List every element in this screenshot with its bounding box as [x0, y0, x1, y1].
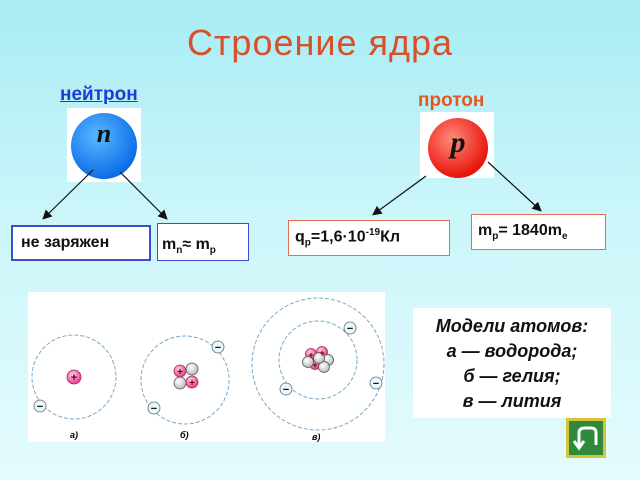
proton-symbol: p — [448, 126, 466, 159]
neutron-charge-text: не заряжен — [21, 234, 110, 251]
helium-model: + + − − б) — [140, 335, 230, 440]
proton-charge-box: qp=1,6·10-19Кл — [288, 220, 450, 256]
svg-text:+: + — [319, 348, 324, 358]
svg-text:−: − — [37, 401, 43, 413]
proton-image: p — [420, 112, 494, 178]
arrow-neutron-charge — [42, 169, 94, 220]
proton-charge-text: qp=1,6·10-19Кл — [295, 227, 400, 249]
svg-text:+: + — [312, 360, 317, 370]
neutron-ball: n — [71, 113, 137, 179]
models-caption-line-1: Модели атомов: — [435, 316, 589, 336]
neutron-mass-text: mn≈ mp — [162, 235, 216, 257]
proton-mass-box: mp= 1840me — [471, 214, 606, 250]
arrow-neutron-mass — [119, 171, 168, 220]
atom-models-svg: + − а) + + − − б) — [31, 297, 385, 442]
arrow-proton-charge — [372, 175, 427, 216]
svg-text:−: − — [373, 378, 379, 390]
svg-text:+: + — [71, 372, 77, 384]
proton-label: протон — [418, 90, 485, 111]
caption-c: в) — [312, 432, 320, 442]
models-caption-box: Модели атомов: а — водорода; б — гелия; … — [413, 308, 611, 418]
neutron-symbol: n — [97, 119, 111, 148]
neutron-mass-box: mn≈ mp — [157, 223, 249, 261]
return-button[interactable] — [566, 418, 606, 458]
neutron-charge-box: не заряжен — [11, 225, 151, 261]
proton-mass-text: mp= 1840me — [478, 221, 568, 243]
arrow-proton-mass — [487, 161, 542, 212]
slide-title: Строение ядра — [186, 22, 454, 63]
svg-text:+: + — [308, 350, 313, 360]
svg-text:−: − — [283, 384, 289, 396]
caption-a: а) — [70, 430, 78, 440]
proton-ball: p — [428, 118, 488, 178]
svg-text:−: − — [151, 403, 157, 415]
atom-models-image: + − а) + + − − б) — [28, 292, 385, 442]
models-caption-line-3: б — гелия; — [463, 366, 561, 386]
caption-b: б) — [180, 430, 189, 440]
models-caption-line-2: а — водорода; — [446, 341, 578, 361]
neutron-image: n — [67, 108, 141, 182]
return-arrow-icon — [572, 426, 598, 451]
svg-text:−: − — [215, 342, 221, 354]
svg-text:+: + — [189, 378, 195, 389]
hydrogen-model: + − а) — [31, 334, 117, 440]
neutron-link[interactable]: нейтрон — [60, 84, 138, 105]
models-caption-line-4: в — лития — [462, 391, 562, 411]
svg-text:+: + — [177, 367, 183, 378]
svg-text:−: − — [347, 323, 353, 335]
lithium-model: + + + − − − в) — [251, 297, 385, 442]
